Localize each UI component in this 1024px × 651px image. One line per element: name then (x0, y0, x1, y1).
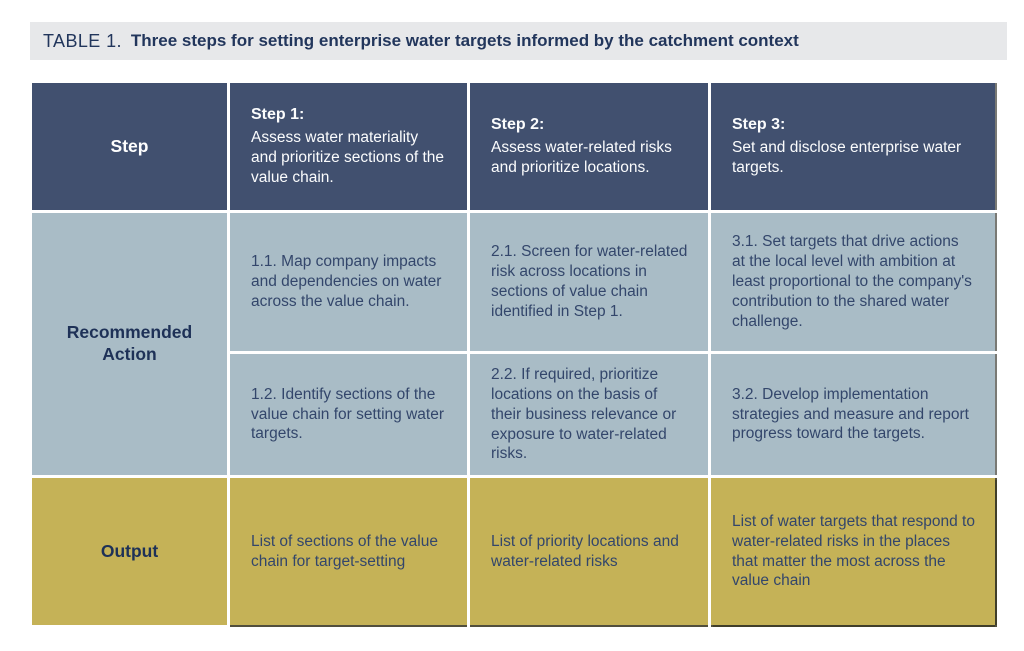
header-cell-step2: Step 2: Assess water-related risks and p… (470, 83, 708, 210)
step1-desc: Assess water materiality and prioritize … (251, 129, 444, 187)
output-2-text: List of priority locations and water-rel… (491, 532, 679, 570)
row-label-step-text: Step (110, 135, 149, 156)
row-label-recommended-action: Recommended Action (32, 213, 227, 475)
action-1-1-text: 1.1. Map company impacts and dependencie… (251, 253, 442, 310)
table-title: TABLE 1. Three steps for setting enterpr… (30, 22, 1007, 60)
row-label-output-text: Output (100, 540, 159, 561)
header-cell-step1: Step 1: Assess water materiality and pri… (230, 83, 467, 210)
action-2-1-text: 2.1. Screen for water-related risk acros… (491, 243, 688, 320)
action-cell-1-2: 1.2. Identify sections of the value chai… (230, 354, 467, 475)
table-number-label: TABLE 1. (43, 30, 122, 51)
row-label-output: Output (32, 478, 227, 625)
step3-title: Step 3: (732, 115, 786, 133)
row-label-step: Step (32, 83, 227, 210)
action-cell-3-1: 3.1. Set targets that drive actions at t… (711, 213, 995, 351)
table-caption: Three steps for setting enterprise water… (130, 31, 799, 50)
action-cell-3-2: 3.2. Develop implementation strategies a… (711, 354, 995, 475)
output-cell-1: List of sections of the value chain for … (230, 478, 467, 625)
output-3-text: List of water targets that respond to wa… (732, 512, 975, 590)
action-3-1-text: 3.1. Set targets that drive actions at t… (732, 233, 972, 330)
water-targets-table: Step Step 1: Assess water materiality an… (32, 83, 995, 625)
output-1-text: List of sections of the value chain for … (251, 532, 438, 570)
action-cell-1-1: 1.1. Map company impacts and dependencie… (230, 213, 467, 351)
row-label-recommended-action-text: Recommended Action (66, 322, 193, 364)
output-cell-2: List of priority locations and water-rel… (470, 478, 708, 625)
action-3-2-text: 3.2. Develop implementation strategies a… (732, 385, 969, 443)
action-1-2-text: 1.2. Identify sections of the value chai… (251, 385, 444, 443)
step1-title: Step 1: (251, 105, 305, 123)
step2-desc: Assess water-related risks and prioritiz… (491, 139, 672, 177)
action-2-2-text: 2.2. If required, prioritize locations o… (491, 365, 677, 463)
action-cell-2-1: 2.1. Screen for water-related risk acros… (470, 213, 708, 351)
header-cell-step3: Step 3: Set and disclose enterprise wate… (711, 83, 995, 210)
step3-desc: Set and disclose enterprise water target… (732, 139, 962, 177)
step2-title: Step 2: (491, 115, 545, 133)
output-cell-3: List of water targets that respond to wa… (711, 478, 995, 625)
action-cell-2-2: 2.2. If required, prioritize locations o… (470, 354, 708, 475)
